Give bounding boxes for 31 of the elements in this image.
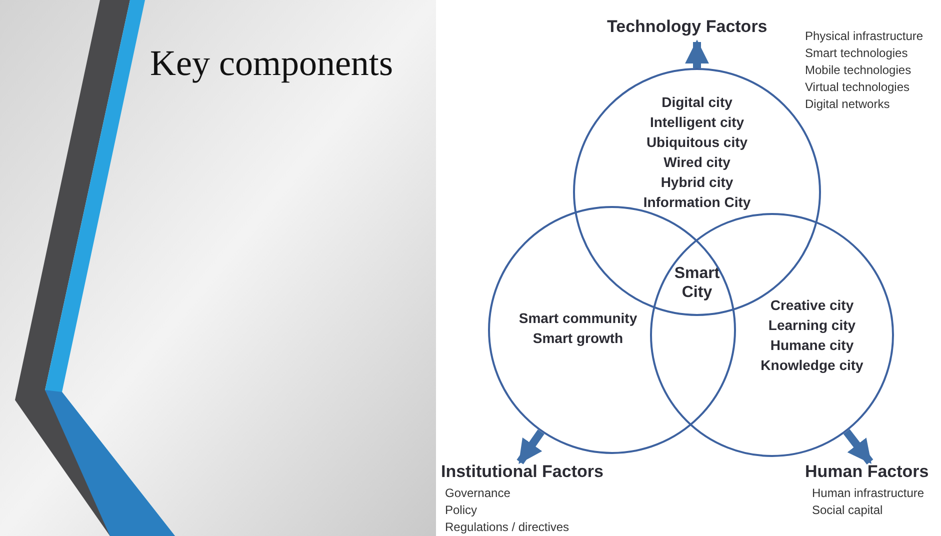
factor-heading: Institutional Factors	[441, 462, 604, 482]
city-type-label: Learning city	[768, 316, 856, 335]
city-type-label: Knowledge city	[760, 356, 864, 375]
factor-item: Governance	[445, 485, 510, 502]
factor-item: Digital networks	[805, 96, 890, 113]
factor-item: Regulations / directives	[445, 519, 570, 536]
factor-item: Policy	[445, 502, 478, 519]
city-type-label: Wired city	[664, 153, 730, 172]
factor-item: Mobile technologies	[805, 62, 912, 79]
arrow	[843, 429, 874, 464]
city-type-label: Humane city	[770, 336, 854, 355]
city-type-label: Smart growth	[532, 329, 624, 348]
factor-item: Virtual technologies	[805, 79, 910, 96]
city-type-label: Creative city	[770, 296, 854, 315]
factor-item: Smart technologies	[805, 45, 908, 62]
city-type-label: Hybrid city	[660, 173, 734, 192]
center-label: Smart City	[672, 264, 722, 302]
factor-item: Social capital	[812, 502, 883, 519]
factor-heading: Human Factors	[805, 462, 929, 482]
factor-item: Physical infrastructure	[805, 28, 924, 45]
factor-heading: Technology Factors	[607, 17, 768, 37]
arrow	[685, 40, 709, 68]
city-type-label: Digital city	[662, 93, 732, 112]
arrow	[516, 429, 544, 464]
factor-item: Human infrastructure	[812, 485, 924, 502]
venn-circle	[650, 213, 894, 457]
city-type-label: Intelligent city	[650, 113, 744, 132]
slide-title: Key components	[150, 42, 393, 84]
city-type-label: Smart community	[518, 309, 638, 328]
city-type-label: Ubiquitous city	[646, 133, 748, 152]
city-type-label: Information City	[643, 193, 751, 212]
